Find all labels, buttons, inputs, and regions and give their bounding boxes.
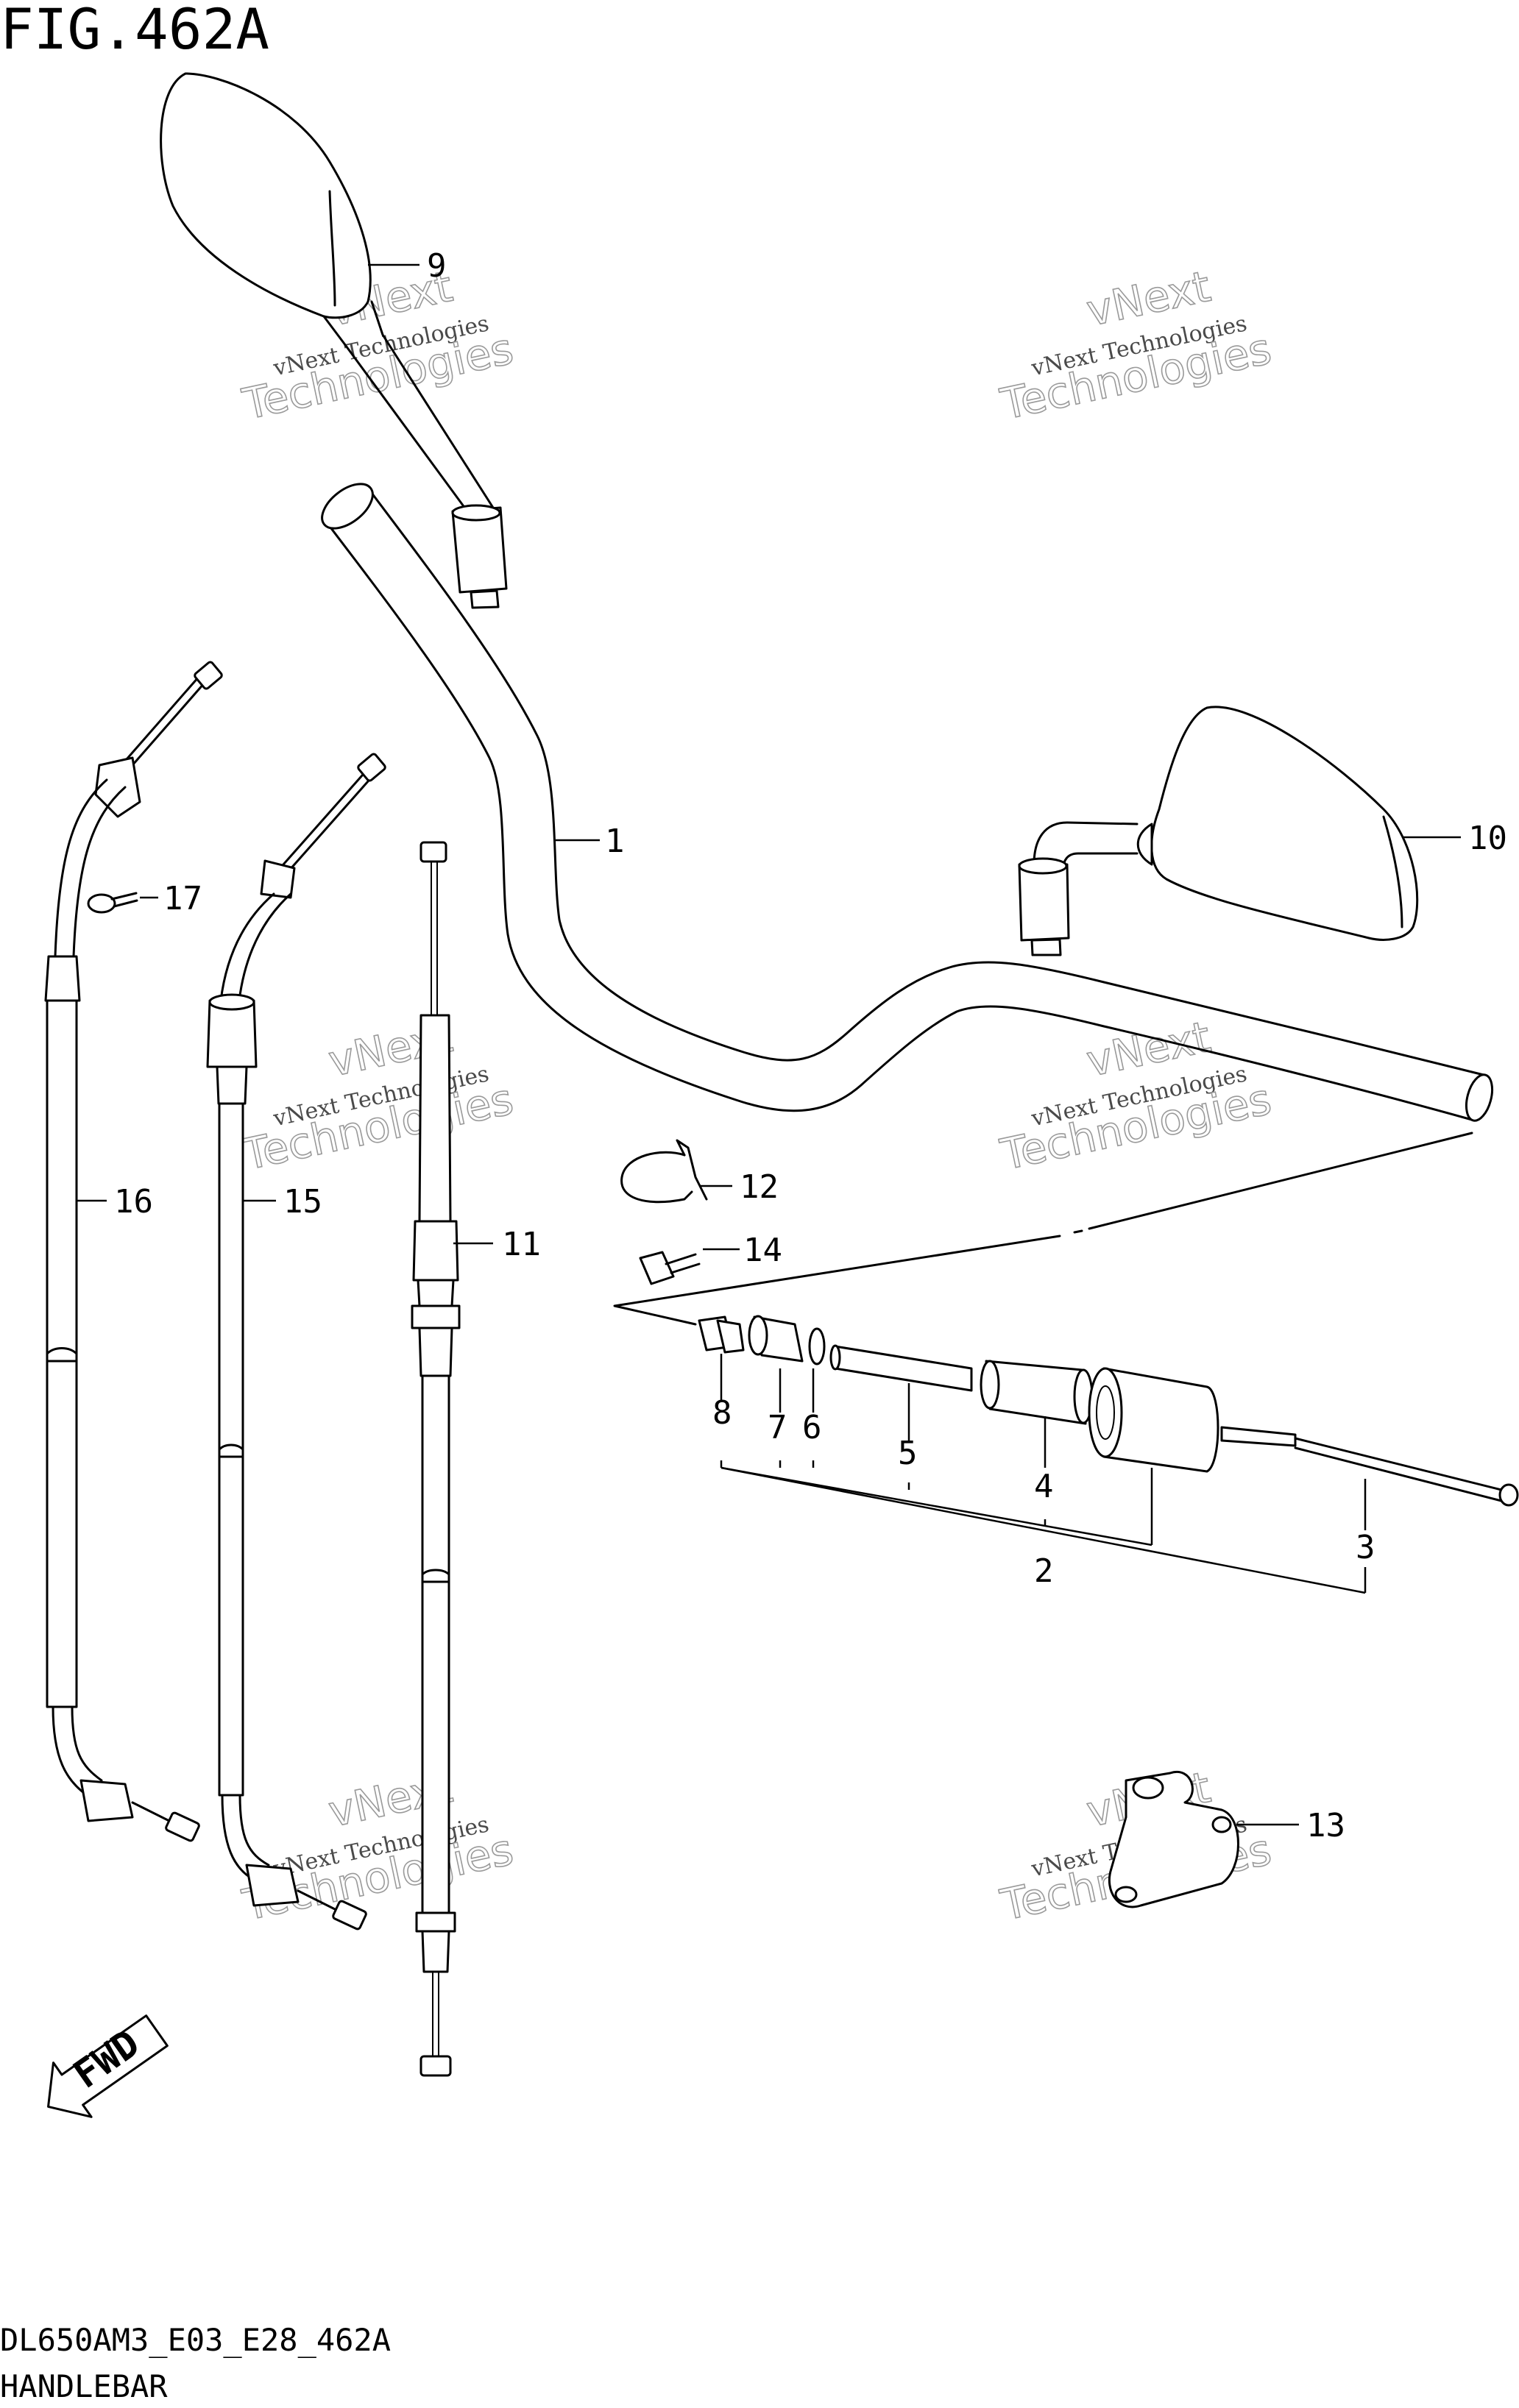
bolt-8[interactable] bbox=[698, 1315, 745, 1354]
mirror-right[interactable] bbox=[1018, 706, 1419, 956]
callout-3: 3 bbox=[1356, 1529, 1375, 1566]
fwd-arrow: FWD bbox=[47, 2014, 169, 2118]
group-bracket bbox=[720, 1354, 1367, 1594]
sleeve-4[interactable] bbox=[980, 1360, 1094, 1425]
callout-5: 5 bbox=[898, 1435, 918, 1472]
grip-weight-2[interactable] bbox=[1088, 1367, 1219, 1473]
callout-2: 2 bbox=[1034, 1552, 1054, 1590]
callout-7: 7 bbox=[768, 1409, 787, 1446]
clamp-12[interactable] bbox=[620, 1139, 708, 1204]
callout-leaders bbox=[77, 263, 1461, 1826]
handlebar[interactable] bbox=[314, 475, 1497, 1123]
callouts: 9 1 10 12 14 11 16 15 17 8 7 6 5 4 2 3 1… bbox=[114, 247, 1507, 1844]
figure-name: HANDLEBAR bbox=[0, 2368, 168, 2404]
figure-code: DL650AM3_E03_E28_462A bbox=[0, 2322, 391, 2358]
callout-4: 4 bbox=[1034, 1468, 1054, 1505]
callout-16: 16 bbox=[114, 1183, 153, 1221]
callout-12: 12 bbox=[740, 1168, 779, 1206]
callout-10: 10 bbox=[1468, 820, 1507, 857]
cable-throttle-16[interactable] bbox=[44, 661, 223, 1842]
collar-7[interactable] bbox=[748, 1315, 804, 1363]
assembly-axis bbox=[613, 1132, 1473, 1326]
watermark-4: vNext vNext Technologies Technologies bbox=[996, 1011, 1276, 1180]
watermark-3: vNext vNext Technologies Technologies bbox=[238, 1011, 518, 1180]
rod-5[interactable] bbox=[829, 1344, 973, 1392]
bracket-13[interactable] bbox=[1108, 1770, 1239, 1908]
callout-6: 6 bbox=[802, 1409, 822, 1446]
callout-17: 17 bbox=[163, 880, 202, 917]
callout-8: 8 bbox=[712, 1394, 732, 1432]
figure-title: FIG.462A bbox=[0, 0, 269, 62]
cable-11[interactable] bbox=[411, 841, 461, 2077]
washer-6[interactable] bbox=[808, 1327, 826, 1365]
screw-17[interactable] bbox=[87, 892, 138, 914]
bolt-3[interactable] bbox=[1220, 1426, 1519, 1507]
watermark-2: vNext vNext Technologies Technologies bbox=[996, 260, 1276, 430]
bolt-14[interactable] bbox=[639, 1251, 701, 1285]
callout-15: 15 bbox=[283, 1183, 322, 1221]
callout-11: 11 bbox=[502, 1226, 541, 1263]
cable-15[interactable] bbox=[206, 753, 386, 1931]
callout-14: 14 bbox=[743, 1232, 782, 1269]
callout-9: 9 bbox=[427, 247, 447, 285]
mirror-left[interactable] bbox=[160, 72, 508, 609]
callout-13: 13 bbox=[1306, 1807, 1345, 1844]
callout-1: 1 bbox=[605, 823, 625, 860]
